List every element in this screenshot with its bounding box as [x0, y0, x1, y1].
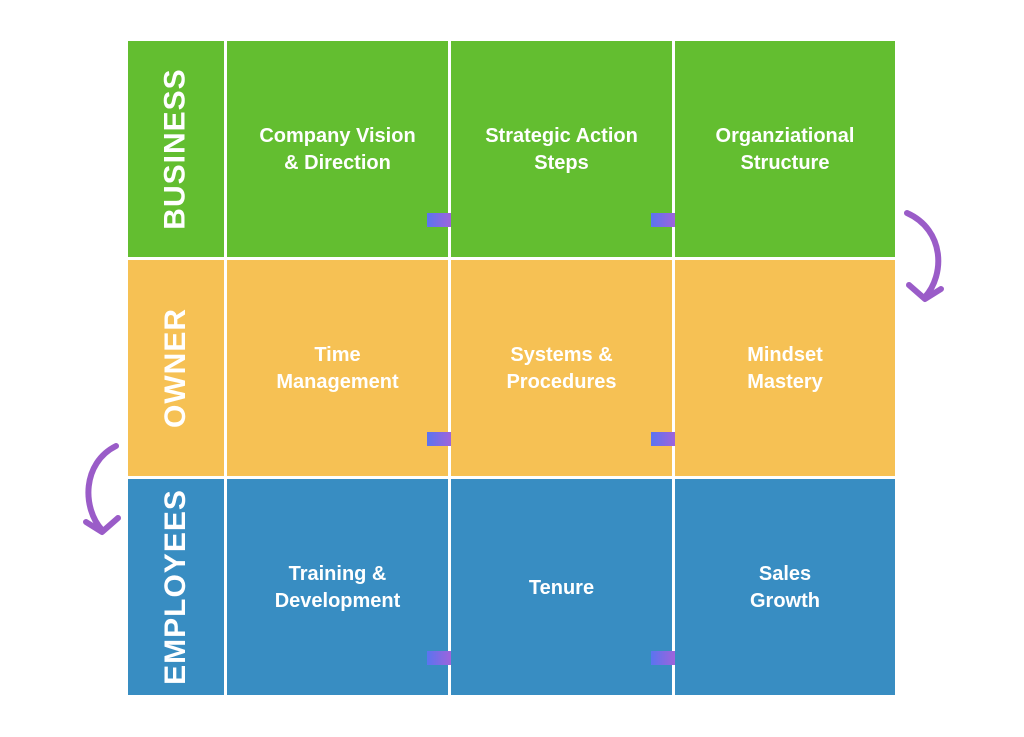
step-label: Tenure	[528, 577, 595, 599]
step-cell-company-vision-direction: Company Vision & Direction	[227, 41, 475, 257]
step-label: Organziational Structure	[715, 125, 855, 174]
curved-down-arrow-icon	[83, 443, 121, 535]
row-label-text: EMPLOYEES	[159, 489, 192, 685]
step-label: Time Management	[276, 344, 399, 393]
step-label: Sales Growth	[750, 563, 820, 612]
step-cell-training-development: Training & Development	[227, 479, 475, 695]
row-label-business: BUSINESS	[128, 41, 224, 257]
step-label: Strategic Action Steps	[485, 125, 638, 174]
step-cell-tenure: Tenure	[451, 479, 699, 695]
row-label-employees: EMPLOYEES	[128, 479, 224, 695]
curved-down-arrow-icon	[904, 210, 944, 302]
step-cell-systems-procedures: Systems & Procedures	[451, 260, 699, 476]
row-label-text: BUSINESS	[159, 68, 192, 230]
process-grid: BUSINESS Company Vision & Direction Strate…	[128, 41, 895, 695]
step-cell-strategic-action-steps: Strategic Action Steps	[451, 41, 699, 257]
step-cell-sales-growth: Sales Growth	[675, 479, 895, 695]
step-label: Company Vision & Direction	[259, 125, 416, 174]
step-cell-time-management: Time Management	[227, 260, 475, 476]
step-label: Systems & Procedures	[506, 344, 617, 393]
row-label-owner: OWNER	[128, 260, 224, 476]
step-cell-mindset-mastery: Mindset Mastery	[675, 260, 895, 476]
row-label-text: OWNER	[159, 308, 192, 428]
step-cell-organziational-structure: Organziational Structure	[675, 41, 895, 257]
step-label: Mindset Mastery	[747, 344, 823, 393]
step-label: Training & Development	[274, 563, 401, 612]
